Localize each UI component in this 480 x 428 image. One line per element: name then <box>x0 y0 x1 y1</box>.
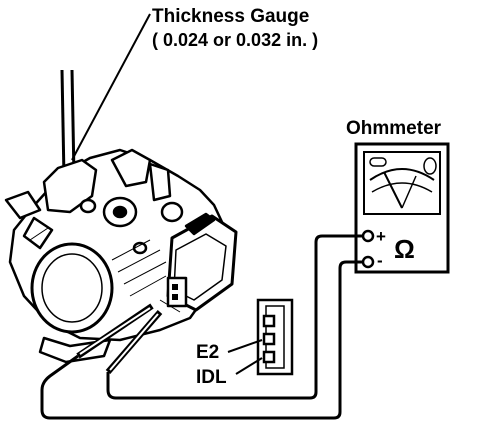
sensor-connector <box>256 298 294 376</box>
e2-leader <box>227 339 263 353</box>
meter-scale-arc <box>369 168 435 181</box>
negative-terminal <box>361 255 375 269</box>
zero-adjust-icon <box>423 157 437 175</box>
pin-idl-label: IDL <box>196 367 227 388</box>
minus-sign: - <box>377 251 383 270</box>
pin-top <box>262 314 276 328</box>
gauge-title: Thickness Gauge <box>152 6 309 27</box>
positive-terminal <box>361 229 375 243</box>
gauge-leader-line <box>71 13 151 161</box>
idl-leader <box>235 357 263 375</box>
pin-idl <box>262 350 276 364</box>
thickness-gauge <box>60 69 76 179</box>
pin-e2-label: E2 <box>196 342 219 363</box>
positive-lead <box>106 234 363 400</box>
meter-needle <box>383 171 403 209</box>
plus-sign: + <box>376 227 386 246</box>
body-hatching <box>29 227 181 313</box>
range-indicator-icon <box>369 157 387 167</box>
negative-lead <box>40 260 363 420</box>
ohm-symbol: Ω <box>394 234 415 264</box>
throttle-body <box>4 148 238 364</box>
ohmmeter: + - Ω <box>354 142 450 274</box>
gauge-spec: ( 0.024 or 0.032 in. ) <box>152 30 318 50</box>
pin-e2 <box>262 332 276 346</box>
meter-title: Ohmmeter <box>346 118 442 139</box>
